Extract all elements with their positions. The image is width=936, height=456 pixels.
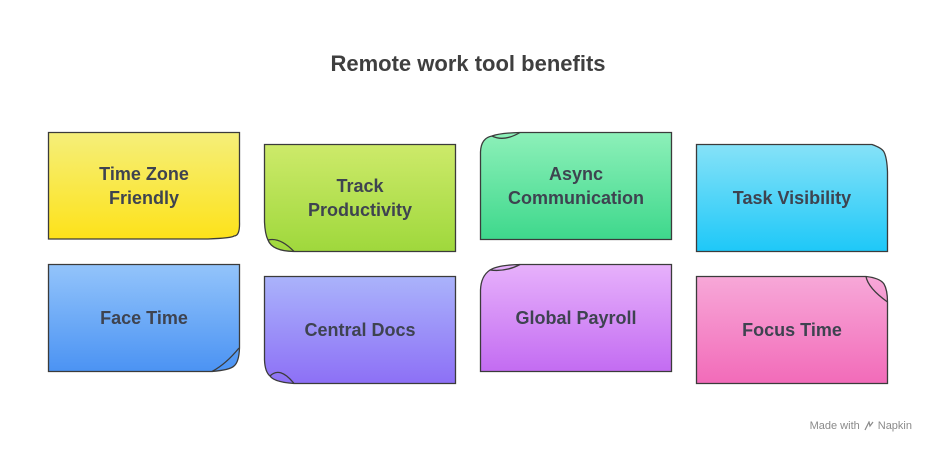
card-focus-time: Focus Time: [695, 275, 889, 385]
card-shape: [263, 143, 457, 253]
card-task-visibility: Task Visibility: [695, 143, 889, 253]
card-global-payroll: Global Payroll: [479, 263, 673, 373]
card-central-docs: Central Docs: [263, 275, 457, 385]
card-label: Task Visibility: [732, 188, 852, 208]
card-label: Face Time: [100, 308, 188, 328]
card-async-communication: Async Communication: [479, 131, 673, 241]
napkin-logo-icon: [864, 421, 874, 431]
diagram-title: Remote work tool benefits: [330, 51, 606, 76]
card-face-time: Face Time: [47, 263, 241, 373]
card-time-zone-friendly: Time Zone Friendly: [47, 131, 241, 240]
card-label: Track Productivity: [307, 176, 413, 220]
card-track-productivity: Track Productivity: [263, 143, 457, 253]
card-shape: [695, 143, 889, 253]
card-label: Global Payroll: [515, 308, 637, 328]
card-label: Time Zone Friendly: [99, 164, 189, 208]
card-shape: [479, 263, 673, 373]
made-with-napkin: Made with Napkin: [810, 420, 912, 432]
made-with-text: Made with: [809, 420, 860, 432]
card-shape: [479, 131, 673, 241]
card-label: Central Docs: [304, 320, 416, 340]
card-shape: [47, 263, 241, 373]
card-shape: [47, 131, 241, 240]
card-shape: [263, 275, 457, 385]
card-label: Async Communication: [507, 164, 644, 208]
card-label: Focus Time: [742, 320, 842, 340]
napkin-brand-text: Napkin: [877, 420, 912, 432]
card-shape: [695, 275, 889, 385]
